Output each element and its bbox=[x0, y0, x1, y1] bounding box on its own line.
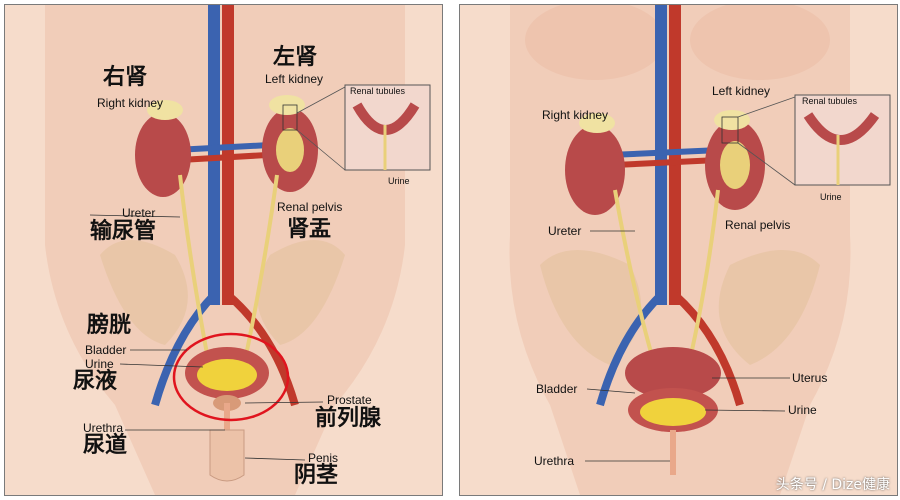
urine-label: Urine bbox=[788, 403, 817, 417]
urine-zh-label: 尿液 bbox=[73, 369, 118, 394]
penis-en-label: Penis bbox=[308, 451, 339, 465]
bladder-zh-label: 膀胱 bbox=[87, 313, 132, 338]
left-kidney-label: Left kidney bbox=[712, 84, 771, 98]
female-urinary-illustration: Right kidney Left kidney Renal tubules U… bbox=[459, 4, 898, 496]
urine-en-label: Urine bbox=[85, 357, 114, 371]
urine-inset-label: Urine bbox=[388, 176, 410, 186]
right-kidney-label: Right kidney bbox=[542, 108, 609, 122]
prostate-en-label: Prostate bbox=[327, 393, 372, 407]
renal-pelvis-zh-label: 肾盂 bbox=[287, 217, 332, 242]
bladder-label: Bladder bbox=[536, 382, 578, 396]
female-anatomy-drawing bbox=[509, 5, 891, 495]
urine-inset-label: Urine bbox=[820, 192, 842, 202]
watermark: 头条号 / Dize健康 bbox=[775, 477, 890, 493]
ureter-en-label: Ureter bbox=[122, 206, 156, 220]
renal-tubules-label: Renal tubules bbox=[350, 86, 406, 96]
ureter-label: Ureter bbox=[548, 224, 582, 238]
urethra-zh-label: 尿道 bbox=[83, 433, 128, 458]
renal-pelvis-en-label: Renal pelvis bbox=[277, 200, 343, 214]
prostate-zh-label: 前列腺 bbox=[315, 406, 382, 431]
bladder-en-label: Bladder bbox=[85, 343, 127, 357]
renal-pelvis-label: Renal pelvis bbox=[725, 218, 791, 232]
right-kidney-zh-label: 右肾 bbox=[103, 65, 148, 90]
penis-zh-label: 阴茎 bbox=[294, 463, 339, 488]
urethra-label: Urethra bbox=[534, 454, 575, 468]
ureter-zh-label: 输尿管 bbox=[90, 219, 157, 244]
right-kidney-en-label: Right kidney bbox=[97, 96, 164, 110]
male-urinary-illustration: 右肾 Right kidney 左肾 Left kidney Renal tub… bbox=[4, 4, 443, 496]
left-kidney-zh-label: 左肾 bbox=[273, 45, 318, 70]
male-anatomy-drawing bbox=[45, 5, 431, 495]
uterus-label: Uterus bbox=[792, 371, 828, 385]
renal-tubules-label: Renal tubules bbox=[802, 96, 858, 106]
left-kidney-en-label: Left kidney bbox=[265, 72, 324, 86]
urethra-en-label: Urethra bbox=[83, 421, 124, 435]
